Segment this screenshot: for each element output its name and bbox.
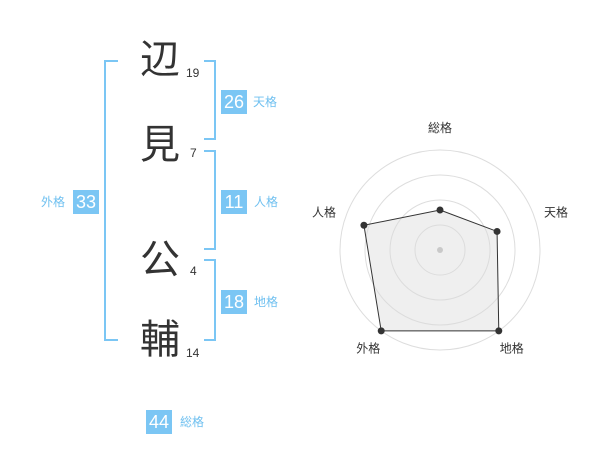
soukaku-value: 44 [146, 410, 172, 434]
radar-ring [364, 174, 516, 326]
soukaku-label: 総格 [180, 415, 205, 429]
name-char-3: 公 [140, 237, 180, 283]
stroke-count-1: 19 [186, 66, 200, 80]
radar-center [437, 247, 443, 253]
gaikaku-value: 33 [73, 190, 99, 214]
radar-point-4 [377, 327, 385, 335]
tenkaku-bracket [204, 60, 216, 140]
radar-point-1 [436, 206, 444, 214]
chikaku-bracket [204, 259, 216, 341]
radar-axis-label-4: 外格 [356, 341, 380, 356]
chikaku-label: 地格 [254, 295, 279, 309]
tenkaku-label: 天格 [253, 95, 278, 109]
stroke-count-2: 7 [190, 146, 197, 160]
radar-axis-label-3: 地格 [500, 341, 524, 356]
tenkaku-value: 26 [221, 90, 247, 114]
radar-ring [389, 199, 491, 301]
radar-axis-label-1: 総格 [428, 120, 452, 135]
stroke-count-3: 4 [190, 264, 197, 278]
gaikaku-bracket [104, 60, 118, 341]
jinkaku-value: 11 [221, 190, 247, 214]
name-char-4: 輔 [140, 317, 180, 363]
name-char-2: 見 [140, 122, 180, 168]
radar-series-polygon [363, 209, 500, 332]
jinkaku-label: 人格 [254, 195, 279, 209]
radar-point-3 [495, 327, 503, 335]
radar-ring [414, 224, 466, 276]
radar-point-5 [360, 221, 368, 229]
chikaku-value: 18 [221, 290, 247, 314]
gaikaku-label: 外格 [41, 195, 66, 209]
radar-axis-label-2: 天格 [544, 204, 568, 219]
jinkaku-bracket [204, 150, 216, 250]
radar-ring [339, 149, 541, 351]
stroke-count-4: 14 [186, 346, 200, 360]
radar-axis-label-5: 人格 [312, 204, 336, 219]
radar-point-2 [493, 227, 501, 235]
name-char-1: 辺 [140, 37, 180, 83]
